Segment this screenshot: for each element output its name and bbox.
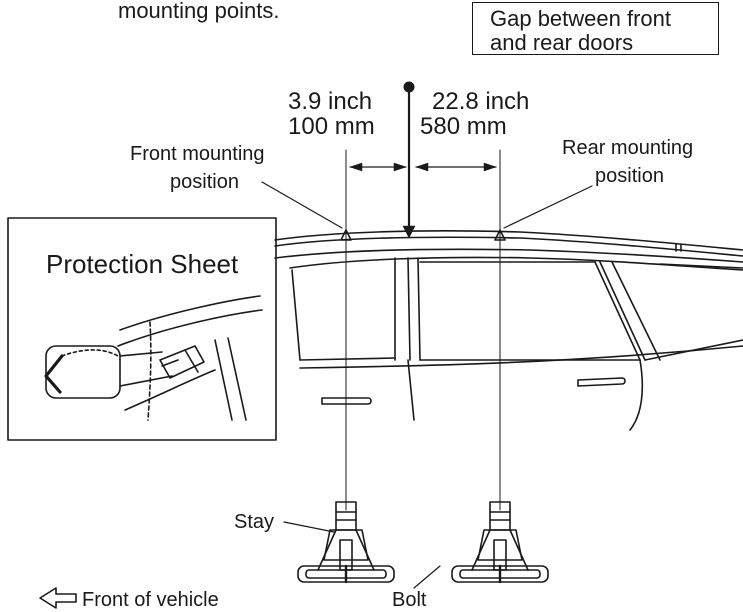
stay-rear xyxy=(451,501,549,584)
dim-arrowhead-right xyxy=(483,162,497,172)
dimension-right-inch: 22.8 inch xyxy=(432,88,530,115)
front-position-leader xyxy=(261,181,343,229)
front-mounting-position-label-line2: position xyxy=(170,171,239,193)
stay-front xyxy=(297,501,395,584)
front-mounting-position-label-line1: Front mounting xyxy=(130,143,265,165)
vehicle-outline xyxy=(274,230,743,431)
gap-pointer-arrowhead xyxy=(402,225,416,239)
protection-sheet-inset xyxy=(7,217,277,441)
dimension-left-inch: 3.9 inch xyxy=(288,88,373,115)
gap-callout-line2: and rear doors xyxy=(490,30,634,55)
dim-arrowhead-mid-left xyxy=(393,162,407,172)
front-of-vehicle-label: Front of vehicle xyxy=(82,589,219,611)
protection-sheet-title: Protection Sheet xyxy=(46,249,239,279)
rear-mounting-position-label-line2: position xyxy=(595,165,664,187)
stay-label: Stay xyxy=(234,511,275,533)
front-mount-triangle xyxy=(340,229,352,241)
dim-arrowhead-left xyxy=(349,162,363,172)
dim-arrowhead-mid-right xyxy=(415,162,429,172)
rear-mounting-position-label-line1: Rear mounting xyxy=(562,137,694,159)
gap-callout-line1: Gap between front xyxy=(490,6,672,31)
rear-mount-triangle xyxy=(494,229,506,241)
dimension-left-mm: 100 mm xyxy=(288,113,375,140)
front-of-vehicle-arrow-icon xyxy=(39,587,77,609)
bolt-leader xyxy=(413,565,441,589)
dimension-right-mm: 580 mm xyxy=(420,113,507,140)
rear-position-leader xyxy=(503,185,593,229)
bolt-label: Bolt xyxy=(392,589,427,611)
caption-top: mounting points. xyxy=(118,0,280,23)
dimension-lines xyxy=(345,149,501,511)
gap-callout-box xyxy=(472,2,719,55)
stay-leader xyxy=(283,521,335,533)
